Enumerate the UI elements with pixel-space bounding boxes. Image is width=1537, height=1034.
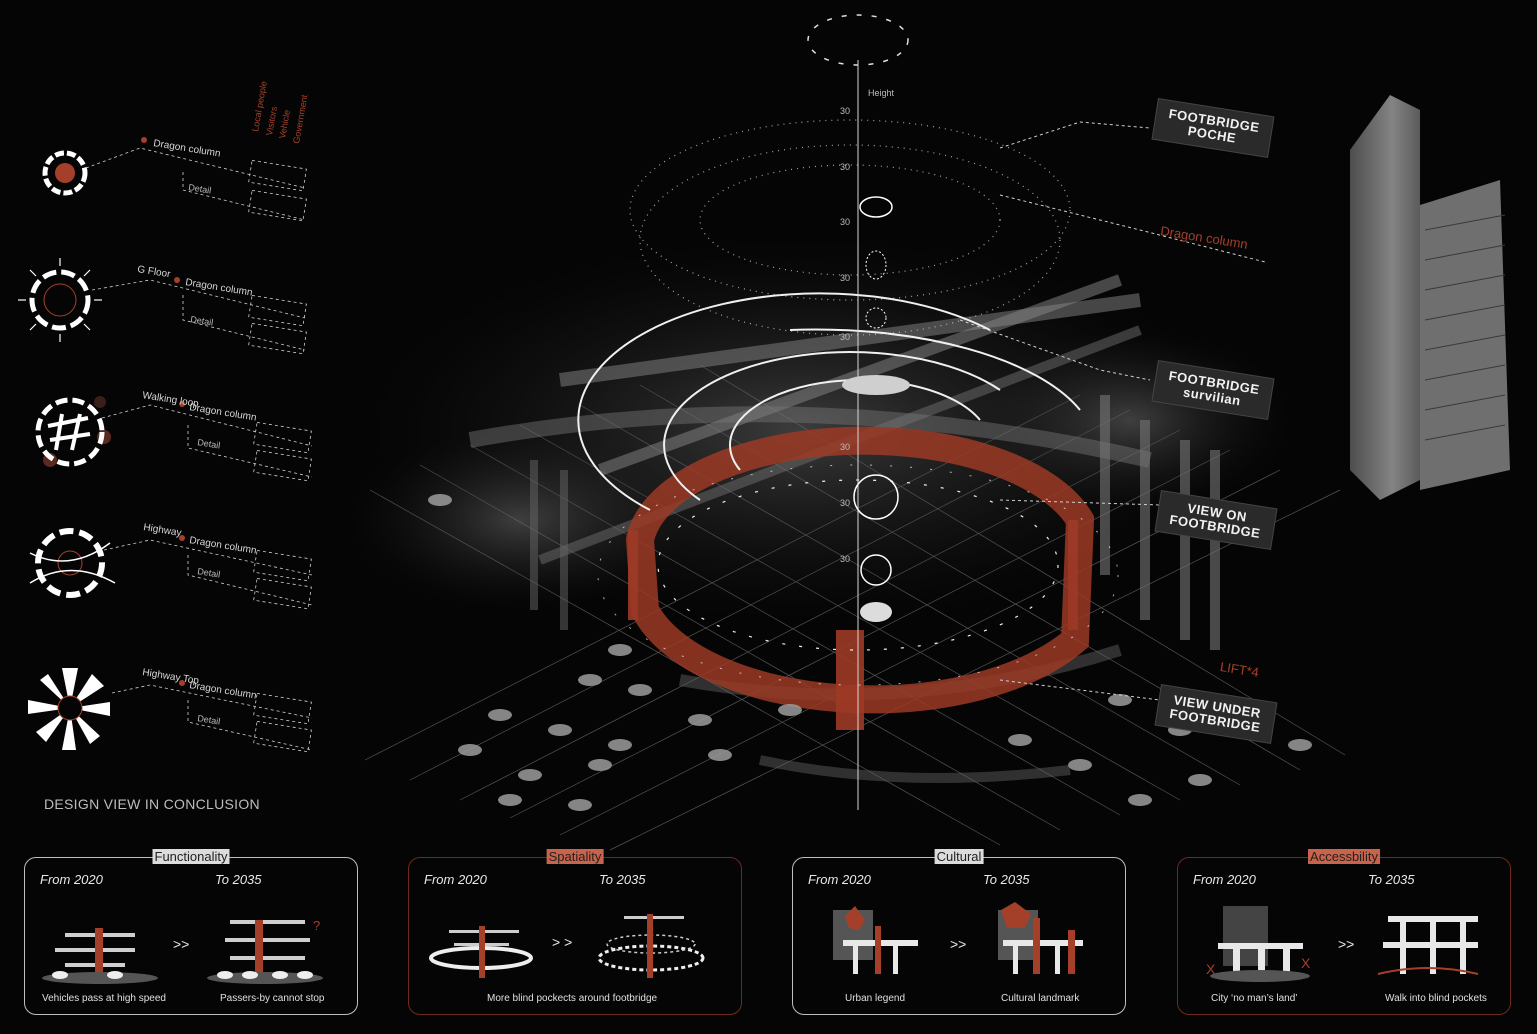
- panel-arrow: >>: [950, 936, 967, 952]
- diagram-2-pre: G Floor: [137, 264, 172, 280]
- diagram-5-icon: [28, 668, 110, 750]
- tag-leader-lines: [959, 121, 1266, 701]
- panel-spatiality: Spatiality From 2020 To 2035 > > More bl…: [408, 849, 742, 1015]
- panel-functionality: Functionality From 2020 To 2035 ? >> Veh…: [24, 849, 358, 1015]
- panel-arrow: >>: [173, 936, 190, 952]
- panel-illustration: [833, 902, 1083, 974]
- diagram-4-label: Dragon column: [189, 535, 258, 556]
- panel-caption-from: City ‘no man’s land’: [1211, 993, 1298, 1004]
- diagram-1-icon: [42, 150, 88, 196]
- panel-caption-from: Vehicles pass at high speed: [42, 993, 166, 1004]
- panel-title: Cultural: [934, 849, 984, 864]
- panel-caption-from: Urban legend: [845, 993, 906, 1004]
- diagram-4-icon: [29, 528, 116, 598]
- panel-caption-to: Passers-by cannot stop: [220, 993, 325, 1004]
- panel-caption-to: Cultural landmark: [1001, 993, 1080, 1004]
- panel-to: To 2035: [599, 872, 646, 887]
- diagram-3-icon: [35, 396, 111, 467]
- diagram-4-pre: Highway: [143, 522, 183, 539]
- panel-cultural: Cultural From 2020 To 2035 >> Urban lege…: [792, 849, 1126, 1015]
- axis-tick: 30: [840, 162, 850, 172]
- panel-arrow: >>: [1338, 936, 1355, 952]
- diagram-5-label: Dragon column: [189, 680, 258, 701]
- panel-caption: More blind pockects around footbridge: [487, 993, 658, 1004]
- diagram-2-label: Dragon column: [185, 277, 254, 298]
- svg-text:X: X: [1206, 961, 1216, 977]
- callout-dots: [141, 137, 185, 686]
- panel-accessibility: Accessbility From 2020 To 2035 X X >> Ci…: [1177, 849, 1511, 1015]
- height-axis: [842, 60, 910, 810]
- panel-title: Accessbility: [1308, 849, 1380, 864]
- panel-arrow: > >: [552, 934, 573, 950]
- svg-text:X: X: [1301, 955, 1311, 971]
- axis-tick: 30: [840, 106, 850, 116]
- svg-text:?: ?: [313, 918, 320, 933]
- diagram-callouts: [85, 147, 313, 753]
- conclusion-title: DESIGN VIEW IN CONCLUSION: [44, 796, 260, 812]
- stakeholder-legend: Local people Visitors Vehicle Government: [250, 80, 310, 144]
- axis-tick: 30: [840, 498, 850, 508]
- dragon-column-ring: [625, 426, 1095, 730]
- panel-illustration: X X: [1206, 906, 1479, 982]
- panel-title: Functionality: [152, 849, 230, 864]
- panel-illustration: ?: [42, 918, 323, 984]
- diagram-2-icon: [18, 258, 102, 342]
- diagram-3-label: Dragon column: [189, 402, 258, 423]
- panel-illustration: [429, 914, 705, 978]
- diagram-1-detail: Detail: [188, 182, 212, 195]
- diagram-5-detail: Detail: [197, 713, 221, 726]
- footbridge-poche-dots: [629, 119, 1071, 336]
- legend-item: Government: [291, 93, 310, 144]
- legend-item: Visitors: [264, 105, 279, 136]
- panel-from: From 2020: [808, 872, 871, 887]
- panel-title: Spatiality: [546, 849, 604, 864]
- height-axis-ticks: 30 30 30 30 30 30 30 30: [840, 106, 850, 564]
- diagram-2-detail: Detail: [190, 314, 214, 327]
- axis-tick: 30: [840, 554, 850, 564]
- top-dash-circle: [807, 14, 909, 66]
- diagram-4-detail: Detail: [197, 566, 221, 579]
- panel-caption-to: Walk into blind pockets: [1385, 993, 1487, 1004]
- axis-tick: 30: [840, 217, 850, 227]
- tower-building: [1350, 95, 1510, 500]
- panel-from: From 2020: [424, 872, 487, 887]
- height-axis-label: Height: [868, 88, 895, 98]
- vehicles: [428, 494, 1312, 811]
- axis-tick: 30: [840, 442, 850, 452]
- panel-from: From 2020: [40, 872, 103, 887]
- axis-tick: 30: [840, 332, 850, 342]
- diagram-1-label: Dragon column: [153, 138, 222, 159]
- panel-to: To 2035: [983, 872, 1030, 887]
- legend-item: Vehicle: [277, 109, 292, 139]
- diagram-3-detail: Detail: [197, 437, 221, 450]
- axis-tick: 30: [840, 273, 850, 283]
- panel-to: To 2035: [1368, 872, 1415, 887]
- panel-to: To 2035: [215, 872, 262, 887]
- panel-from: From 2020: [1193, 872, 1256, 887]
